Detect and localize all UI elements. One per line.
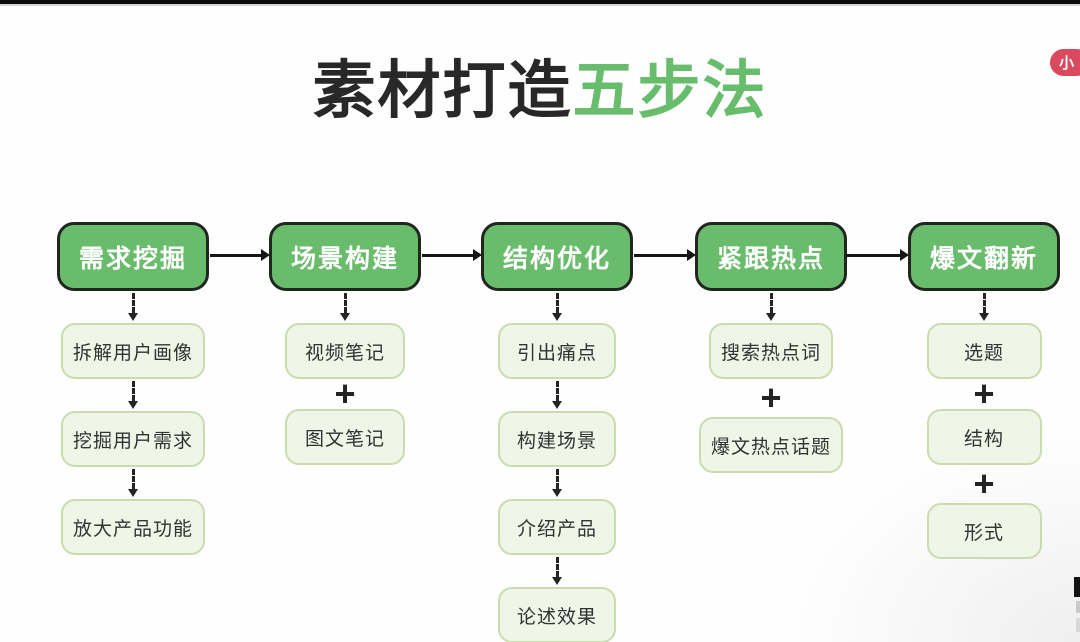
flow-node: 选题 [926, 323, 1042, 379]
flow-column-scene-building: 场景构建 视频笔记 + 图文笔记 [265, 222, 425, 465]
arrow-head [261, 249, 270, 261]
xiaohongshu-watermark-badge: 小 [1050, 49, 1080, 76]
flow-column-structure-optimization: 结构优化 引出痛点 构建场景 介绍产品 论述效果 [477, 222, 637, 642]
arrow-head [552, 313, 562, 321]
flow-node: 构建场景 [498, 411, 616, 467]
plus-connector: + [973, 463, 995, 504]
top-divider-line [0, 4, 1080, 6]
step-header: 场景构建 [269, 222, 421, 291]
flow-node: 结构 [926, 409, 1042, 465]
arrow-dash-line [555, 469, 559, 489]
top-black-bar [0, 0, 1080, 4]
page-title-black-part: 素材打造 [312, 56, 573, 126]
dashed-down-arrow-icon [128, 379, 138, 411]
step-header: 紧跟热点 [695, 222, 847, 291]
flow-node: 引出痛点 [498, 323, 616, 379]
flow-node: 形式 [926, 503, 1042, 559]
dashed-down-arrow-icon [979, 291, 989, 323]
step-header: 结构优化 [481, 222, 633, 291]
arrow-head [552, 401, 562, 409]
plus-connector: + [973, 373, 995, 414]
arrow-dash-line [555, 293, 559, 313]
flow-node: 搜索热点词 [708, 323, 833, 379]
right-arrow-connector [210, 249, 270, 261]
arrow-head [340, 313, 350, 321]
arrow-head [552, 577, 562, 585]
arrow-head [128, 401, 138, 409]
dashed-down-arrow-icon [128, 291, 138, 323]
arrow-dash-line [555, 381, 559, 401]
dashed-down-arrow-icon [128, 467, 138, 499]
arrow-head [766, 313, 776, 321]
arrow-dash-line [982, 293, 986, 313]
flow-column-demand-mining: 需求挖掘 拆解用户画像 挖掘用户需求 放大产品功能 [53, 222, 213, 555]
edge-artifact [1074, 577, 1080, 597]
arrow-head [687, 249, 696, 261]
arrow-dash-line [131, 381, 135, 401]
arrow-head [552, 489, 562, 497]
arrow-dash-line [769, 293, 773, 313]
dashed-down-arrow-icon [552, 379, 562, 411]
plus-connector: + [760, 377, 782, 418]
arrow-head [979, 313, 989, 321]
arrow-dash-line [131, 293, 135, 313]
flow-node: 拆解用户画像 [60, 323, 205, 379]
flow-column-viral-remake: 爆文翻新 选题 + 结构 + 形式 [904, 222, 1064, 559]
plus-connector: + [334, 373, 356, 414]
dashed-down-arrow-icon [766, 291, 776, 323]
dashed-down-arrow-icon [552, 555, 562, 587]
flow-column-hot-trends: 紧跟热点 搜索热点词 + 爆文热点话题 [691, 222, 851, 473]
flow-node: 图文笔记 [285, 409, 405, 465]
flow-node: 放大产品功能 [60, 499, 205, 555]
dashed-down-arrow-icon [552, 467, 562, 499]
dashed-down-arrow-icon [340, 291, 350, 323]
right-arrow-connector [846, 249, 909, 261]
flow-node: 介绍产品 [498, 499, 616, 555]
page-title: 素材打造五步法 [0, 52, 1080, 131]
arrow-dash-line [131, 469, 135, 489]
edge-artifact [1076, 601, 1080, 613]
arrow-dash-line [343, 293, 347, 313]
arrow-head [128, 313, 138, 321]
arrow-head [128, 489, 138, 497]
right-arrow-connector [422, 249, 482, 261]
right-arrow-connector [634, 249, 696, 261]
arrow-dash-line [555, 557, 559, 577]
arrow-head [900, 249, 909, 261]
flow-node: 挖掘用户需求 [60, 411, 205, 467]
step-header: 爆文翻新 [908, 222, 1060, 291]
page-title-green-part: 五步法 [572, 56, 768, 126]
edge-artifact [1076, 618, 1080, 632]
dashed-down-arrow-icon [552, 291, 562, 323]
step-header: 需求挖掘 [57, 222, 209, 291]
flow-node: 爆文热点话题 [698, 417, 843, 473]
flow-node: 视频笔记 [285, 323, 405, 379]
flow-node: 论述效果 [498, 587, 616, 642]
arrow-head [473, 249, 482, 261]
